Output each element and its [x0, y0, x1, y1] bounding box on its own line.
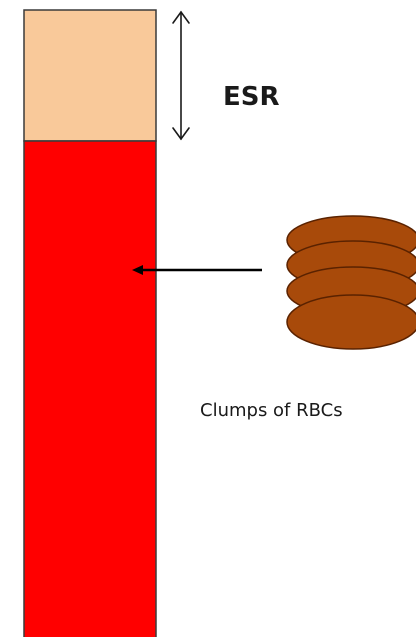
esr-label: ESR: [223, 82, 280, 112]
plasma-layer: [24, 10, 156, 141]
clumps-caption: Clumps of RBCs: [200, 400, 343, 421]
esr-double-arrow: [173, 12, 189, 139]
rbc-column: [24, 141, 156, 637]
rbc-clump-stack-icon: [287, 216, 416, 349]
rbc-disc: [287, 295, 416, 349]
